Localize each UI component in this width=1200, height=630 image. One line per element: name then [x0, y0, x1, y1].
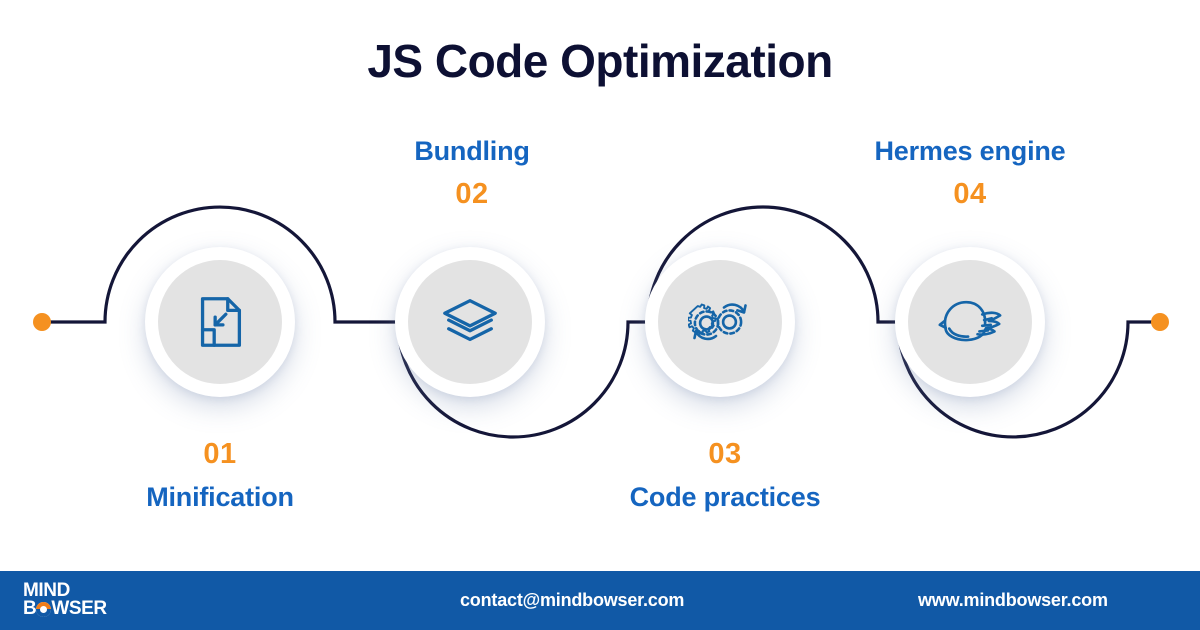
- flow-label-3: 03 Code practices: [565, 438, 885, 513]
- process-flow: 01 Minification Bundling 02: [33, 136, 1169, 513]
- flow-number-3: 03: [708, 438, 742, 470]
- winged-helmet-icon: [938, 300, 1002, 342]
- flow-label-1: 01 Minification: [60, 438, 380, 513]
- flow-number-1: 01: [203, 438, 237, 470]
- footer-website[interactable]: www.mindbowser.com: [918, 590, 1108, 610]
- flow-name-2: Bundling: [414, 136, 530, 166]
- logo-line-2: B WSER: [23, 598, 107, 619]
- footer-bar: MIND B WSER contact@mindbowser.com www.m…: [0, 571, 1200, 630]
- mindbowser-logo-mark-icon: [36, 601, 52, 617]
- flow-number-2: 02: [455, 178, 489, 211]
- flow-name-3: Code practices: [629, 482, 821, 513]
- logo-line-1: MIND: [23, 580, 70, 601]
- wave-connector-svg: [33, 205, 1169, 439]
- layers-stack-icon: [443, 299, 497, 342]
- flow-node-1[interactable]: [145, 247, 295, 397]
- flow-name-1: Minification: [146, 482, 294, 513]
- logo-mark-top-arc: [36, 601, 52, 609]
- file-compress-icon: [200, 297, 242, 347]
- flow-start-dot: [33, 313, 51, 331]
- footer-contact-group: contact@mindbowser.com www.mindbowser.co…: [0, 571, 1200, 630]
- page-title: JS Code Optimization: [367, 35, 833, 87]
- flow-label-2: Bundling 02: [312, 136, 632, 211]
- mindbowser-logo[interactable]: MIND B WSER: [23, 580, 107, 619]
- flow-node-2[interactable]: [395, 247, 545, 397]
- flow-node-4[interactable]: [895, 247, 1045, 397]
- footer-email[interactable]: contact@mindbowser.com: [460, 590, 685, 610]
- node-2-icon-well: [408, 260, 532, 384]
- flow-number-4: 04: [953, 178, 987, 211]
- flow-node-3[interactable]: [645, 247, 795, 397]
- flow-end-dot: [1151, 313, 1169, 331]
- node-3-icon-well: [658, 260, 782, 384]
- node-1-icon-well: [158, 260, 282, 384]
- flow-label-4: Hermes engine 04: [810, 136, 1130, 211]
- node-4-icon-well: [908, 260, 1032, 384]
- logo-line-2-before: B: [23, 598, 37, 619]
- flow-name-4: Hermes engine: [874, 136, 1066, 166]
- logo-mark-hole: [40, 605, 48, 613]
- gears-refresh-icon: [688, 303, 747, 341]
- wave-connector-path: [40, 205, 1162, 439]
- logo-mark-bottom-arc: [36, 609, 52, 617]
- logo-line-2-after: WSER: [51, 598, 107, 619]
